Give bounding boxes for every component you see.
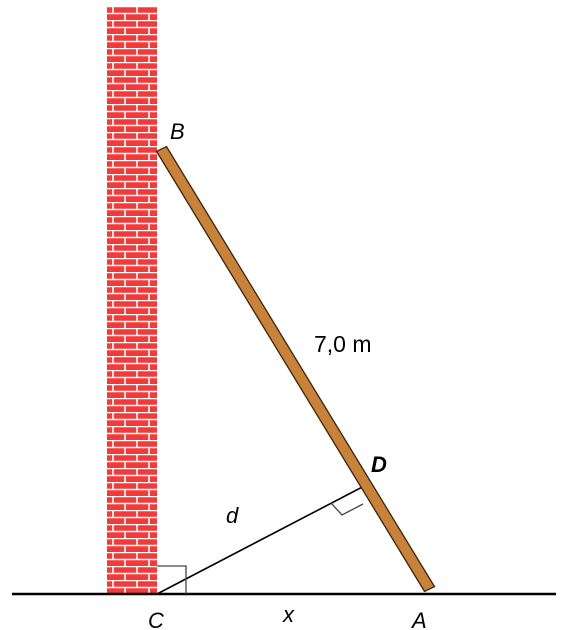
- label-ladder-length: 7,0 m: [314, 331, 372, 357]
- label-point-c: C: [148, 608, 164, 630]
- label-point-d: D: [371, 452, 387, 477]
- label-point-b: B: [170, 119, 185, 144]
- right-angle-marker-c: [157, 565, 187, 594]
- ladder: [155, 145, 436, 593]
- label-point-a: A: [410, 608, 427, 630]
- segment-d: [156, 482, 371, 595]
- brick-wall: [107, 6, 157, 594]
- label-distance-x: x: [282, 602, 295, 627]
- right-angle-marker-d: [330, 502, 364, 516]
- label-distance-d: d: [226, 503, 239, 528]
